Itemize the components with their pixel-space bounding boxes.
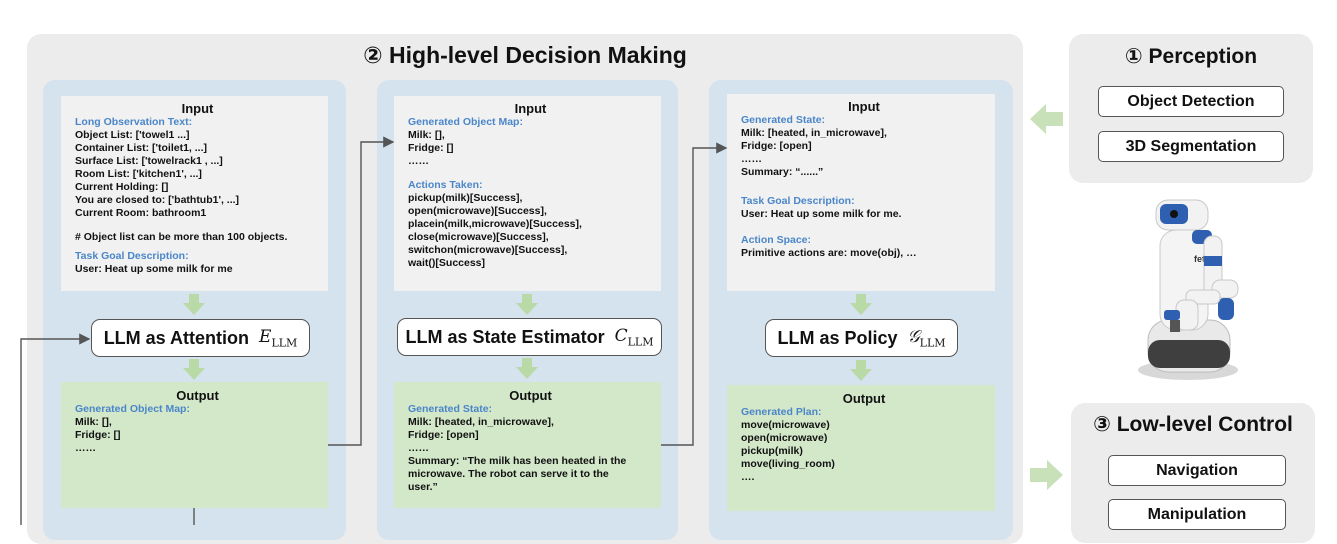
text-line: Milk: [heated, in_microwave],	[408, 416, 554, 428]
text-line: ……	[75, 442, 96, 454]
text-line: user.”	[408, 481, 438, 493]
text-line: pickup(milk)[Success],	[408, 192, 523, 204]
text-line: Room List: ['kitchen1', ...]	[75, 168, 202, 180]
text-line: Object List: ['towel1 ...]	[75, 129, 190, 141]
text-line: open(microwave)[Success],	[408, 205, 547, 217]
manipulation-box: Manipulation	[1108, 499, 1286, 530]
section-label: Task Goal Description:	[75, 250, 189, 262]
text-line: Fridge: [open]	[741, 140, 812, 152]
text-line: You are closed to: ['bathtub1', ...]	[75, 194, 240, 206]
text-line: move(living_room)	[741, 458, 835, 470]
text-line: Summary: “The milk has been heated in th…	[408, 455, 627, 467]
section-label: Actions Taken:	[408, 179, 483, 191]
section-label: Generated State:	[741, 114, 826, 126]
llm-attention-box: LLM as Attention ELLM	[91, 319, 310, 357]
attention-output-box: Output Generated Object Map: Milk: [], F…	[61, 382, 328, 508]
text-line: Current Room: bathroom1	[75, 207, 207, 219]
section-label: Generated Object Map:	[75, 403, 190, 415]
llm-label: LLM as State Estimator	[405, 326, 605, 347]
policy-input-box: Input Generated State: Milk: [heated, in…	[727, 94, 995, 291]
text-line: ….	[741, 471, 755, 483]
text-line: switchon(microwave)[Success],	[408, 244, 568, 256]
text-line: Summary: “......”	[741, 166, 824, 178]
input-header: Input	[181, 101, 214, 116]
llm-symbol: 𝒢LLM	[907, 326, 946, 350]
text-line: placein(milk,microwave)[Success],	[408, 218, 582, 230]
text-line: ……	[741, 153, 762, 165]
llm-label: LLM as Policy	[777, 327, 898, 348]
output-header: Output	[509, 388, 552, 403]
section-label: Long Observation Text:	[75, 116, 193, 128]
text-line: User: Heat up some milk for me.	[741, 208, 902, 220]
input-header: Input	[514, 101, 547, 116]
navigation-box: Navigation	[1108, 455, 1286, 486]
attention-input-box: Input Long Observation Text: Object List…	[61, 96, 328, 291]
llm-policy-box: LLM as Policy 𝒢LLM	[765, 319, 958, 357]
text-line: Milk: [heated, in_microwave],	[741, 127, 887, 139]
text-line: Milk: [],	[408, 129, 445, 141]
policy-output-box: Output Generated Plan: move(microwave) o…	[727, 385, 995, 511]
main-title: ② High-level Decision Making	[363, 42, 687, 68]
text-line: Fridge: []	[408, 142, 454, 154]
section-label: Generated Plan:	[741, 406, 822, 418]
text-line: move(microwave)	[741, 419, 830, 431]
text-line: microwave. The robot can serve it to the	[408, 468, 609, 480]
text-line: Container List: ['toilet1, ...]	[75, 142, 207, 154]
fetch-robot-image: fetch	[1138, 199, 1239, 380]
text-line: ……	[408, 442, 429, 454]
text-line: Fridge: [open]	[408, 429, 479, 441]
input-header: Input	[848, 99, 880, 114]
perception-title: ① Perception	[1124, 45, 1258, 68]
perception-arrow	[1030, 104, 1063, 134]
text-line: Surface List: ['towelrack1 , ...]	[75, 155, 223, 167]
note-line: # Object list can be more than 100 objec…	[75, 231, 288, 243]
object-detection-box: Object Detection	[1098, 86, 1284, 117]
text-line: Primitive actions are: move(obj), …	[741, 247, 917, 259]
low-level-title: ③ Low-level Control	[1093, 413, 1293, 436]
section-label: Task Goal Description:	[741, 195, 855, 207]
section-label: Action Space:	[741, 234, 812, 246]
llm-state-estimator-box: LLM as State Estimator CLLM	[397, 318, 662, 356]
segmentation-box: 3D Segmentation	[1098, 131, 1284, 162]
text-line: Current Holding: []	[75, 181, 169, 193]
text-line: wait()[Success]	[408, 257, 486, 269]
state-input-box: Input Generated Object Map: Milk: [], Fr…	[394, 96, 661, 291]
output-header: Output	[176, 388, 219, 403]
text-line: User: Heat up some milk for me	[75, 263, 233, 275]
text-line: ……	[408, 155, 429, 167]
text-line: close(microwave)[Success],	[408, 231, 549, 243]
llm-symbol: ELLM	[259, 326, 298, 350]
output-header: Output	[842, 391, 886, 406]
text-line: Milk: [],	[75, 416, 112, 428]
text-line: Fridge: []	[75, 429, 121, 441]
llm-label: LLM as Attention	[103, 327, 250, 348]
text-line: pickup(milk)	[741, 445, 803, 457]
section-label: Generated Object Map:	[408, 116, 523, 128]
llm-symbol: CLLM	[614, 325, 654, 349]
text-line: open(microwave)	[741, 432, 828, 444]
section-label: Generated State:	[408, 403, 493, 415]
control-arrow	[1030, 460, 1063, 490]
state-output-box: Output Generated State: Milk: [heated, i…	[394, 382, 661, 508]
